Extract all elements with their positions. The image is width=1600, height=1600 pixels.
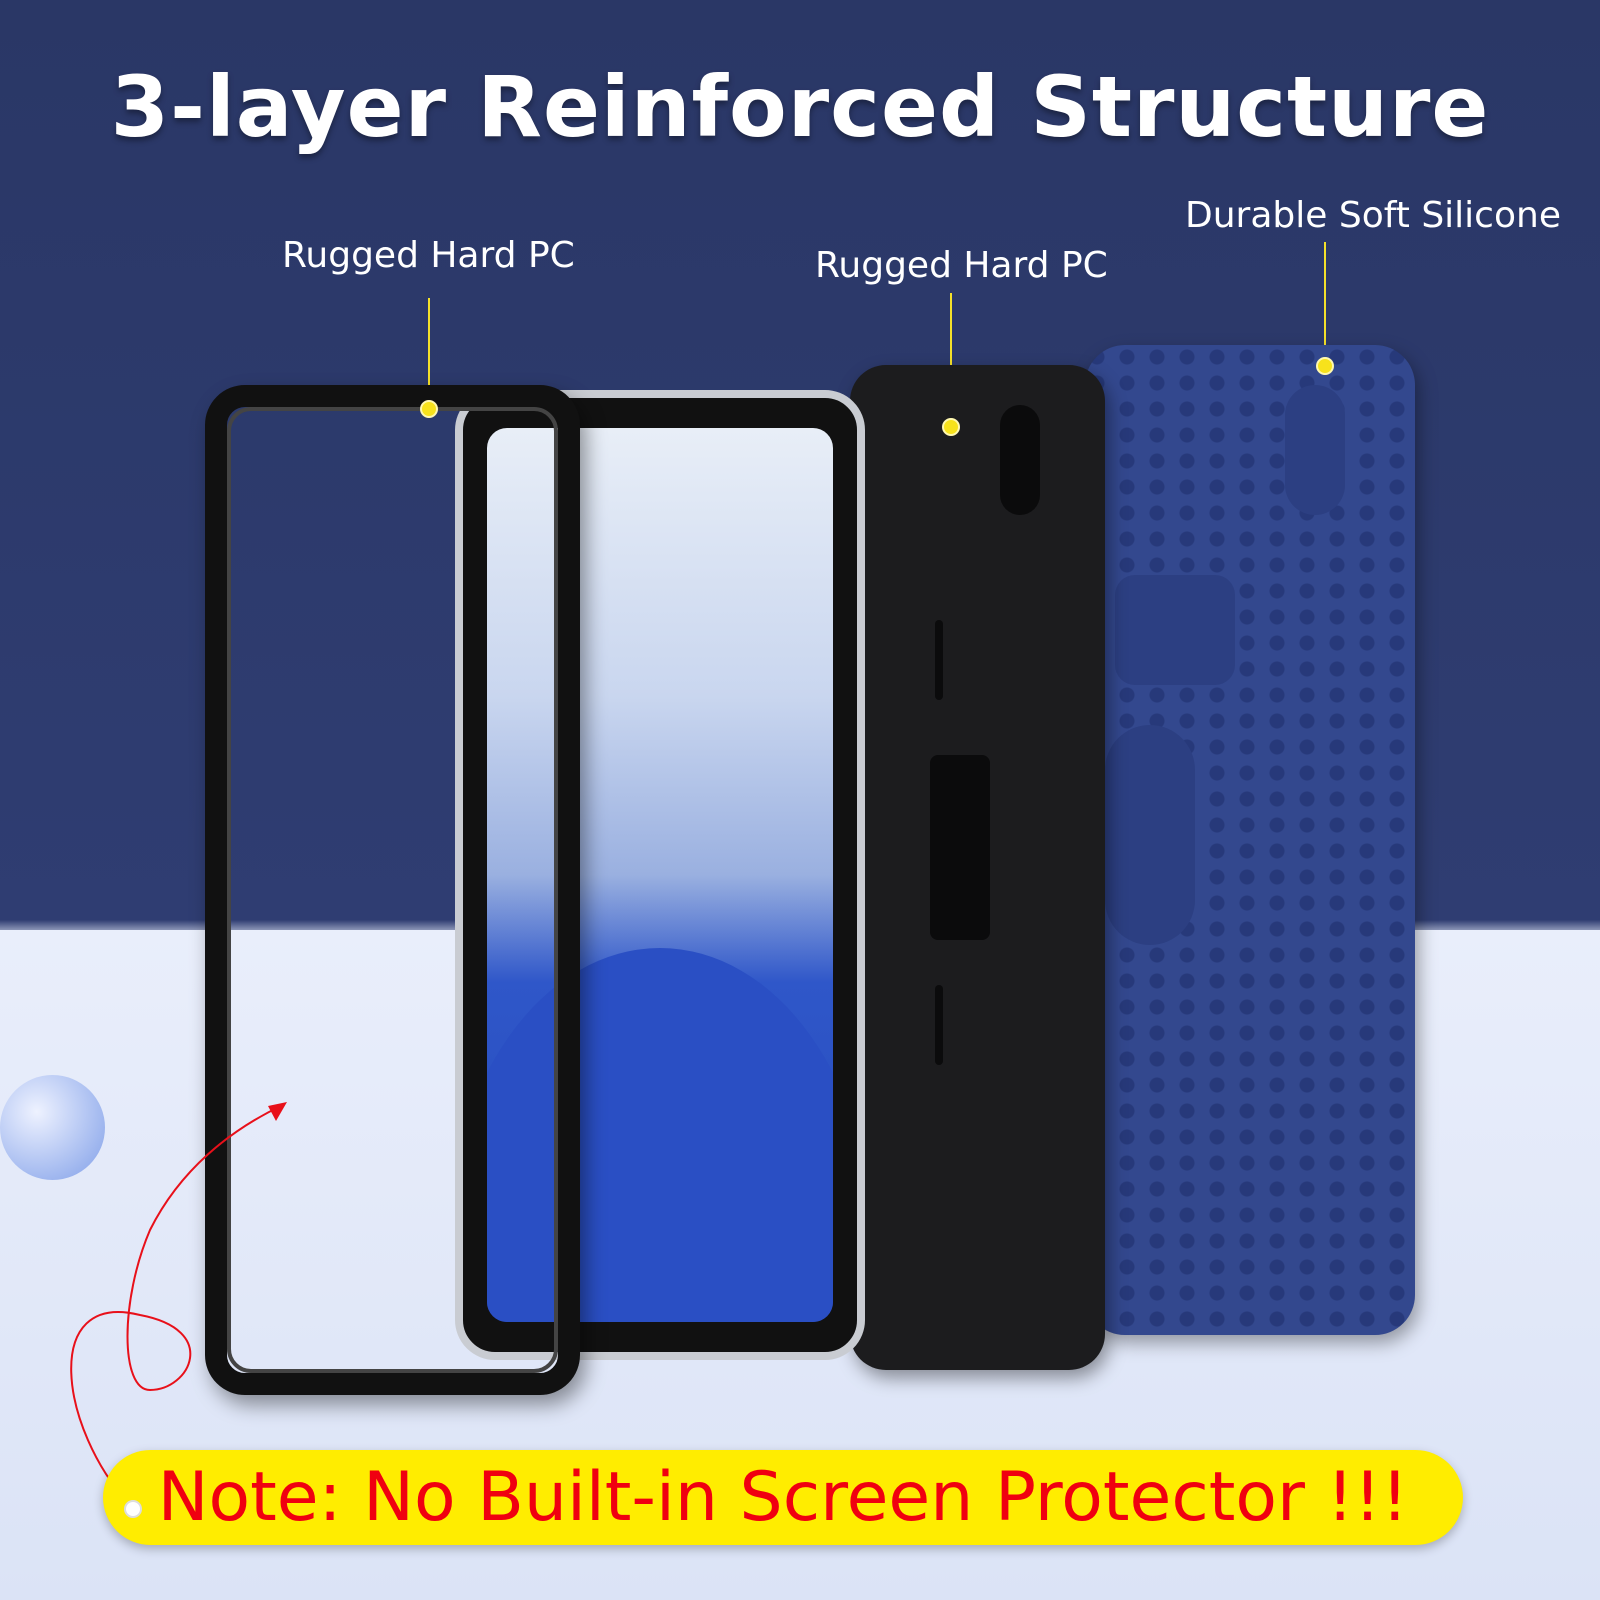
label-front-frame: Rugged Hard PC <box>282 235 575 276</box>
pointer-line <box>950 293 952 428</box>
page-title: 3-layer Reinforced Structure <box>110 58 1490 156</box>
pointer-dot <box>942 418 960 436</box>
tablet <box>455 390 865 1360</box>
pointer-line <box>428 298 430 408</box>
arrow-start-dot <box>124 1500 142 1518</box>
cutout <box>1115 575 1235 685</box>
camera-cutout <box>1000 405 1040 515</box>
slot <box>935 985 943 1065</box>
decorative-ball <box>0 1075 105 1180</box>
pointer-line <box>1324 242 1326 364</box>
pointer-dot <box>1316 357 1334 375</box>
hard-pc-back-shell <box>850 365 1105 1370</box>
label-back-shell: Rugged Hard PC <box>815 245 1108 286</box>
tablet-screen <box>487 428 833 1322</box>
cutout <box>930 755 990 940</box>
note-banner: Note: No Built-in Screen Protector !!! <box>103 1450 1463 1545</box>
cutout <box>1105 725 1195 945</box>
slot <box>935 620 943 700</box>
pointer-dot <box>420 400 438 418</box>
label-silicone: Durable Soft Silicone <box>1185 195 1561 236</box>
silicone-layer <box>1085 345 1415 1335</box>
camera-cutout <box>1285 385 1345 515</box>
